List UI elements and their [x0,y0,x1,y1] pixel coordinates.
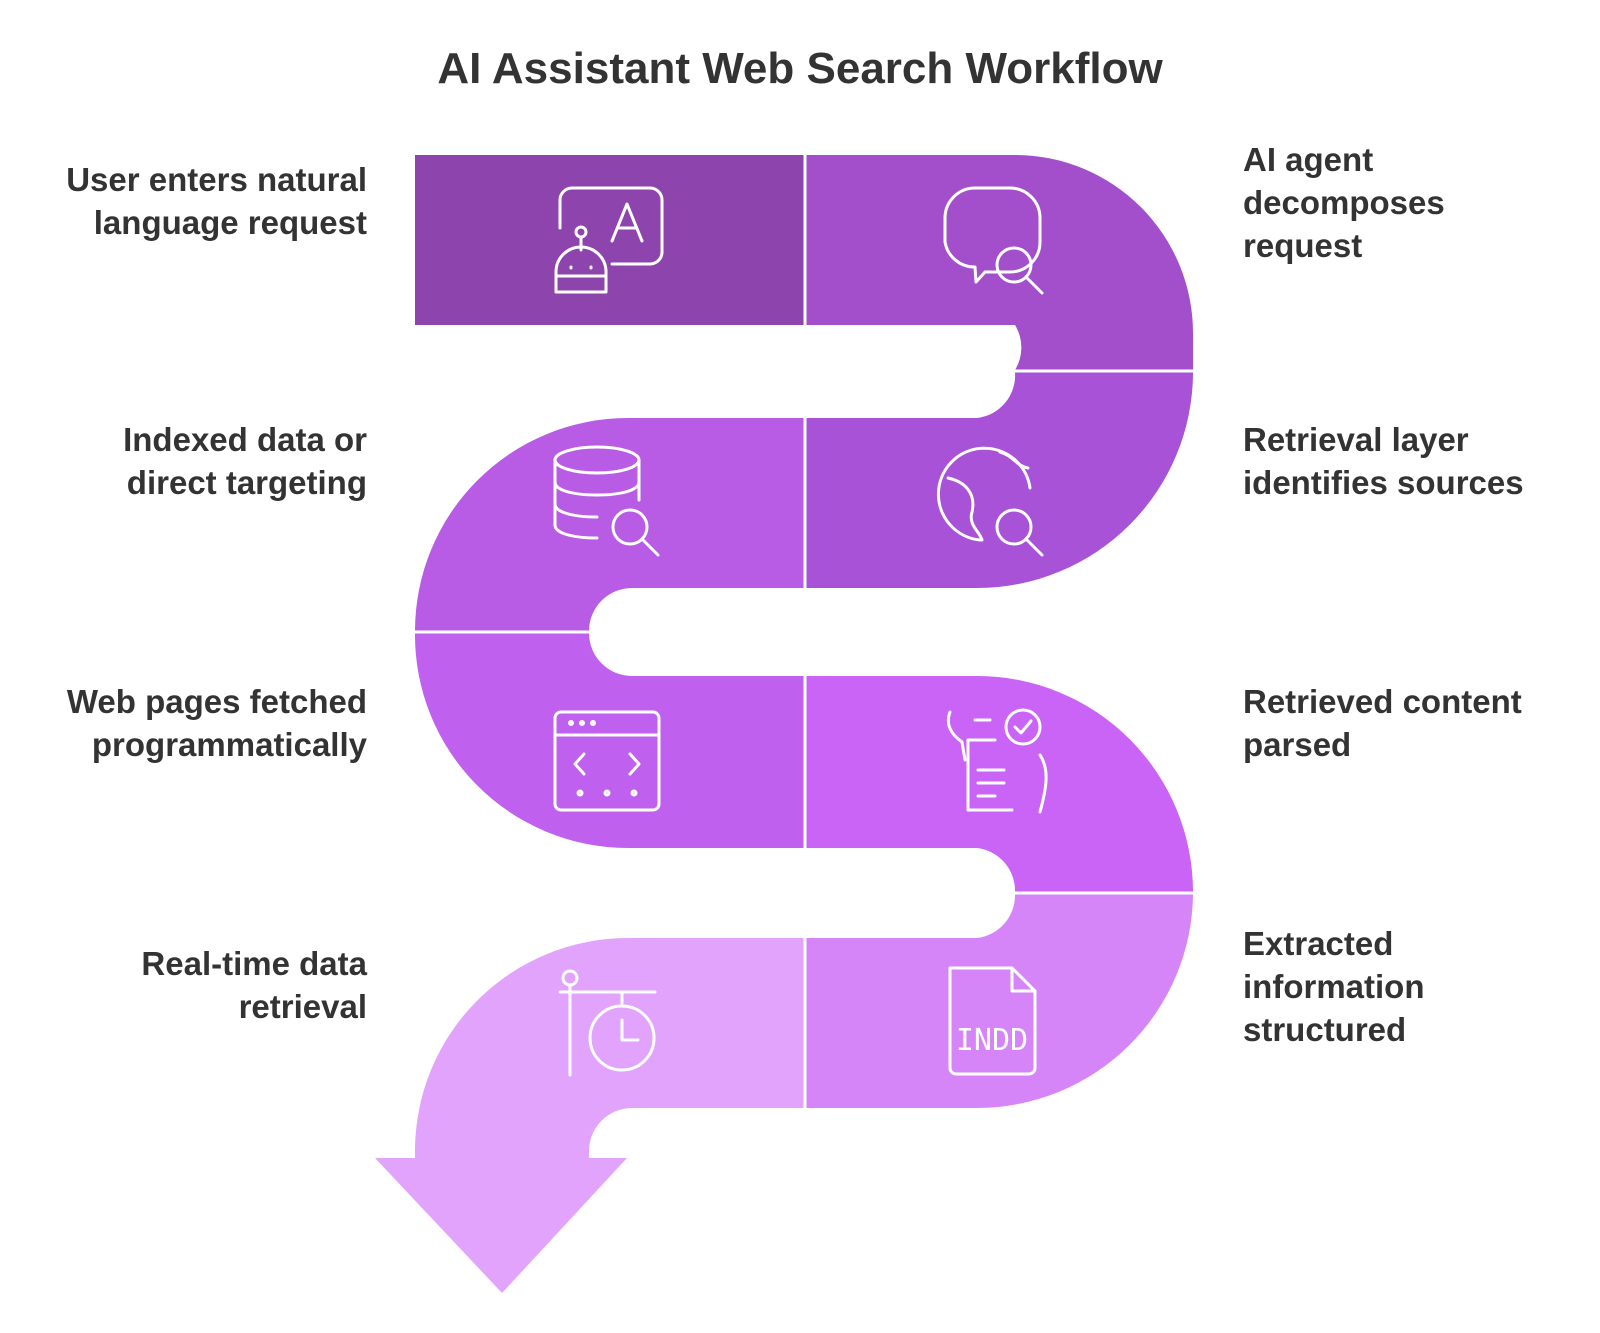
document-check-icon [946,708,1048,814]
step-8-label: Real-time data retrieval [141,945,367,1025]
ai-assistant-icon [554,186,664,294]
step-3-segment [806,372,1193,588]
step-1-segment [415,155,804,325]
indd-file-icon: INDD [948,966,1037,1076]
step-7-segment [806,894,1193,1108]
database-search-icon [553,445,660,557]
step-5-label: Web pages fetched programmatically [66,683,367,763]
step-5-segment [414,633,804,848]
step-3-label: Retrieval layer identifies sources [1243,421,1524,501]
indd-file-label: INDD [956,1023,1028,1058]
page-title: AI Assistant Web Search Workflow [437,44,1163,93]
step-8-segment [375,938,804,1293]
step-2-segment [806,155,1193,370]
step-4-label: Indexed data or direct targeting [123,421,367,501]
step-7-label: Extracted information structured [1243,925,1425,1048]
step-2-label: AI agent decomposes request [1243,141,1445,264]
step-1-label: User enters natural language request [66,161,367,241]
step-6-label: Retrieved content parsed [1243,683,1522,763]
step-4-segment [415,418,804,631]
globe-search-icon [936,446,1044,557]
clock-sign-icon [558,969,657,1077]
browser-code-icon [553,710,661,812]
chat-search-icon [943,186,1044,295]
